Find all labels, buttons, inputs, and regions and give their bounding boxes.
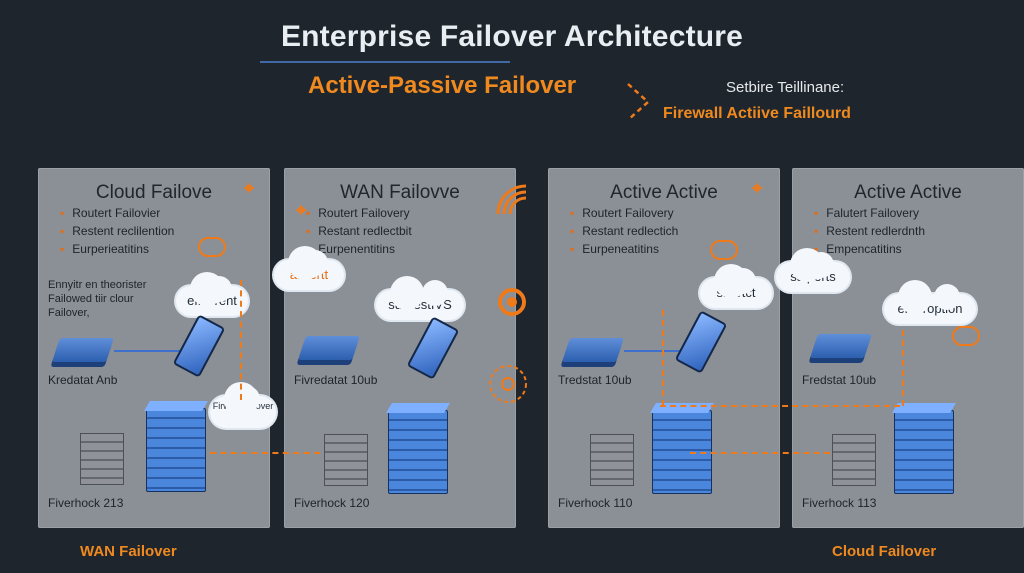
bullet-item: ▪Routert Failovery: [570, 206, 674, 220]
gray-server-icon: [832, 434, 876, 486]
device-label: Tredstat 10ub: [558, 373, 632, 387]
footer-label-left: WAN Failover: [80, 543, 177, 560]
gray-server-icon: [590, 434, 634, 486]
enterprise-cloud: enteroption: [884, 280, 976, 324]
device-label: Fivredatat 10ub: [294, 373, 378, 387]
satellite-icon: ⌖: [296, 200, 307, 220]
panel-title: Active Active: [854, 182, 962, 203]
bullet-list: ▪Routert Failovery ▪Restant redlectbit ▪…: [306, 204, 412, 258]
failover-link: [690, 452, 830, 454]
failover-cloud: Firwald failover: [210, 382, 276, 428]
side-note-primary: Setbire Teillinane:: [726, 79, 845, 96]
connection-line: [624, 350, 694, 352]
failover-link: [660, 405, 900, 407]
cloud-icon: [952, 326, 980, 346]
bullet-item: ▪Restent redlerdnth: [814, 224, 925, 238]
panel-active-active-2: Active Active ▪Falutert Failovery ▪Reste…: [776, 168, 1024, 528]
failover-link: [210, 452, 320, 454]
tablet-icon: [406, 316, 460, 380]
failover-link: [662, 310, 664, 406]
wifi-icon: [496, 184, 527, 215]
router-icon: [298, 336, 360, 360]
cloud-node: alivertt: [274, 246, 344, 290]
panel-description: Ennyitr en theorister Failowed tiir clou…: [48, 279, 147, 319]
tablet-icon: [674, 310, 728, 374]
bullet-item: ▪Eurpeneatitins: [570, 242, 659, 256]
satellite-icon: ⌖: [752, 178, 763, 198]
router-icon: [52, 338, 114, 362]
panel-active-active-1: Active Active ▪Routert Failovery ▪Restan…: [548, 168, 780, 528]
globe-icon: [489, 365, 527, 403]
gear-icon: [498, 288, 526, 316]
cloud-icon: [710, 240, 738, 260]
panel-footer-label: Fiverhock 213: [48, 496, 124, 510]
gray-server-icon: [80, 433, 124, 485]
services-cloud: surdestIVS: [376, 276, 464, 320]
bullet-list: ▪Routert Failovier ▪Restent reclilention…: [60, 204, 174, 258]
device-label: Fredstat 10ub: [802, 373, 877, 387]
router-icon: [562, 338, 624, 362]
panel-title: Active Active: [610, 182, 718, 203]
tablet-icon: [172, 314, 226, 378]
panel-title: WAN Failovve: [340, 182, 460, 203]
bullet-item: ▪Restant redlectbit: [306, 224, 412, 238]
connection-line: [114, 350, 184, 352]
cloud-icon: [198, 237, 226, 257]
failover-link: [902, 330, 904, 406]
gray-server-icon: [324, 434, 368, 486]
bullet-item: ▪Routert Failovery: [306, 206, 410, 220]
router-icon: [810, 334, 872, 358]
panel-title: Cloud Failove: [95, 182, 213, 203]
bullet-item: ▪Empencatitins: [814, 242, 902, 256]
cloud-node: eflocrent: [176, 272, 248, 316]
panel-footer-label: Fiverhock 110: [558, 496, 633, 510]
cloud-node: shartct: [700, 264, 772, 308]
panel-footer-label: Fiverhock 120: [294, 496, 370, 510]
side-note-secondary: Firewall Actiive Faillourd: [663, 105, 851, 122]
device-label: Kredatat Anb: [48, 373, 118, 387]
footer-label-right: Cloud Failover: [832, 543, 937, 560]
chevron-right-icon: [627, 83, 650, 121]
server-rack-icon: [892, 403, 956, 494]
bullet-item: ▪Routert Failovier: [60, 206, 161, 220]
bullet-item: ▪Eurperieatitins: [60, 242, 149, 256]
server-rack-icon: [386, 403, 450, 494]
failover-link: [240, 280, 242, 400]
bullet-list: ▪Falutert Failovery ▪Restent redlerdnth …: [814, 204, 925, 258]
diagram-title: Enterprise Failover Architecture: [280, 20, 744, 53]
panel-cloud-failover: Cloud Failove ▪Routert Failovier ▪Resten…: [38, 168, 276, 528]
panel-footer-label: Fiverhock 113: [802, 496, 877, 510]
cloud-node: salperts: [776, 248, 850, 292]
server-rack-icon: [144, 401, 208, 492]
diagram-subtitle: Active-Passive Failover: [308, 72, 577, 99]
satellite-icon: ⌖: [244, 178, 255, 198]
bullet-item: ▪Restent reclilention: [60, 224, 175, 238]
bullet-item: ▪Falutert Failovery: [814, 206, 919, 220]
title-underline: [260, 61, 510, 63]
bullet-item: ▪Restant redlectich: [570, 224, 679, 238]
bullet-list: ▪Routert Failovery ▪Restant redlectich ▪…: [570, 204, 678, 258]
panel-wan-failover: WAN Failovve ▪Routert Failovery ▪Restant…: [274, 168, 516, 528]
